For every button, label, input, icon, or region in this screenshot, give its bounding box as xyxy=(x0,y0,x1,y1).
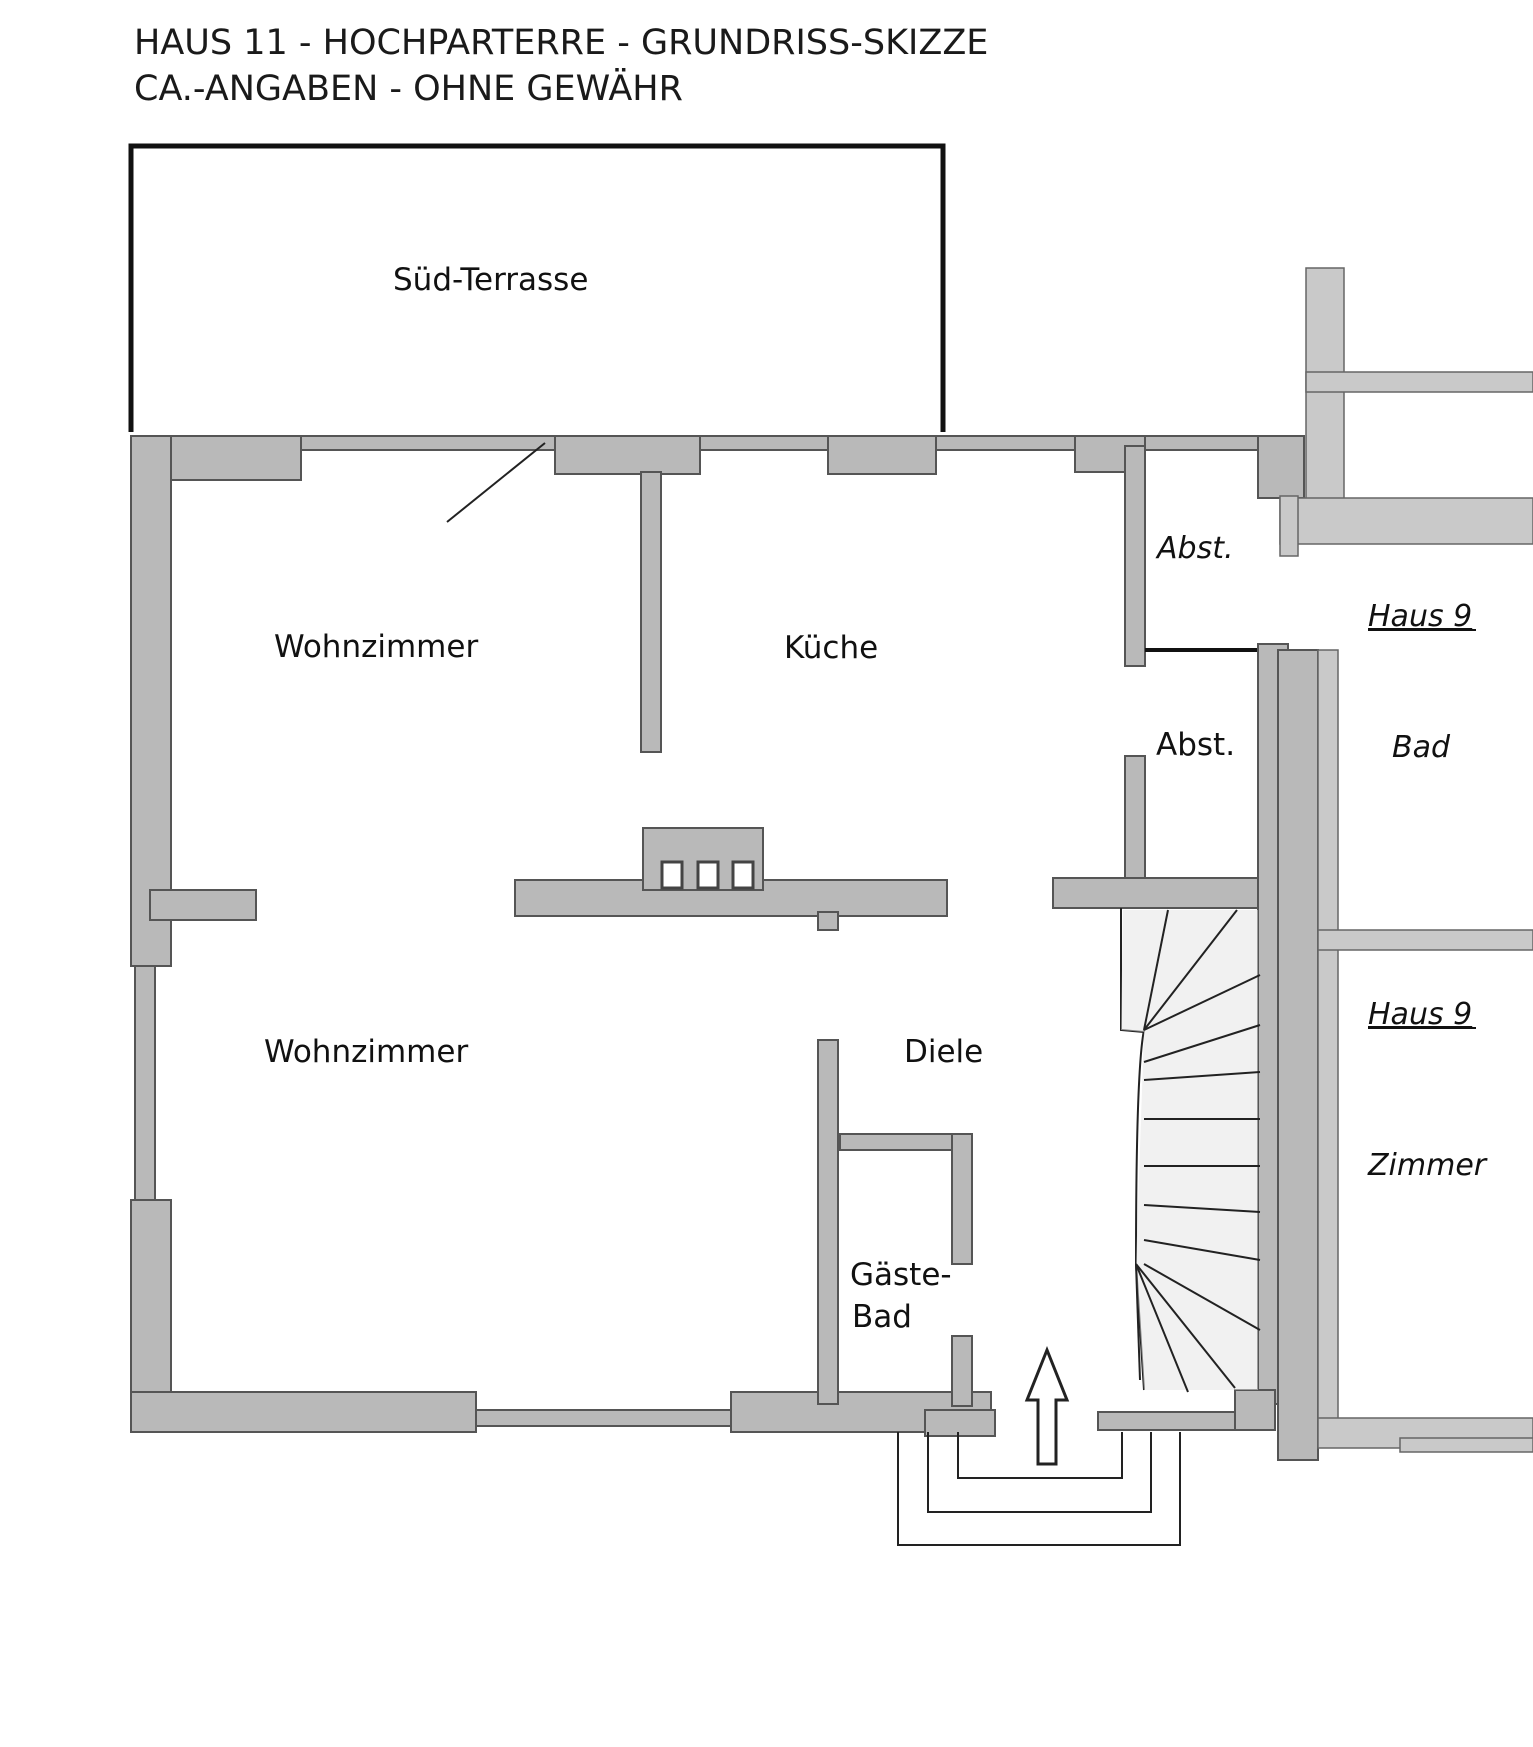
label-gaeste-bad-1: Gäste- xyxy=(850,1257,952,1293)
label-zimmer: Zimmer xyxy=(1367,1148,1488,1183)
staircase xyxy=(1120,908,1261,1393)
terrace-outline xyxy=(128,143,946,432)
label-diele: Diele xyxy=(904,1034,983,1070)
entrance xyxy=(897,1345,1181,1546)
label-wohnzimmer-oben: Wohnzimmer xyxy=(274,629,478,665)
haus9-outline xyxy=(1279,267,1533,1453)
title-line-1: HAUS 11 - HOCHPARTERRE - GRUNDRISS-SKIZZ… xyxy=(134,23,989,63)
label-sued-terrasse: Süd-Terrasse xyxy=(393,262,588,298)
label-bad: Bad xyxy=(1392,730,1451,765)
interior-walls xyxy=(514,445,1319,1461)
label-abst-oben: Abst. xyxy=(1155,531,1234,566)
label-abst-unten: Abst. xyxy=(1156,727,1235,763)
label-wohnzimmer-unten: Wohnzimmer xyxy=(264,1034,468,1070)
label-haus9-oben: Haus 9 xyxy=(1368,599,1472,634)
label-haus9-unten: Haus 9 xyxy=(1368,997,1472,1032)
terrace-door-swing xyxy=(446,442,546,523)
label-gaeste-bad-2: Bad xyxy=(852,1299,912,1335)
plan-title: HAUS 11 - HOCHPARTERRE - GRUNDRISS-SKIZZ… xyxy=(134,20,988,112)
exterior-walls xyxy=(130,435,1305,1437)
label-kueche: Küche xyxy=(784,630,878,666)
title-line-2: CA.-ANGABEN - OHNE GEWÄHR xyxy=(134,69,683,109)
